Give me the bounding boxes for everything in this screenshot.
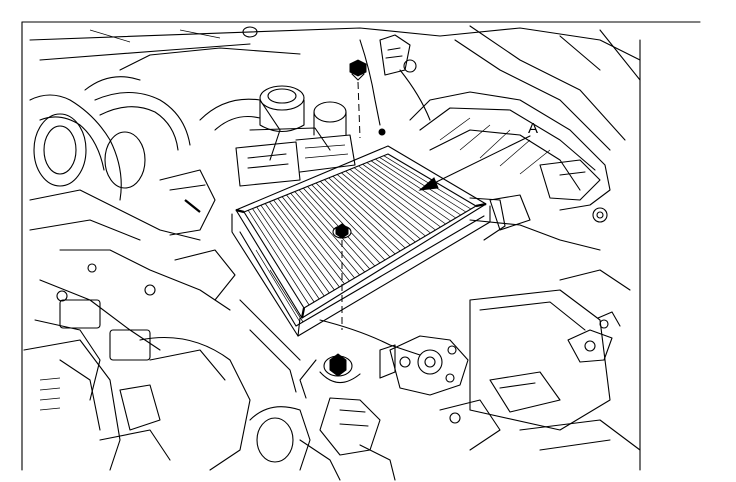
right-lower-component bbox=[379, 335, 469, 396]
callout-a: A bbox=[418, 120, 538, 191]
lower-left-panel bbox=[23, 337, 311, 471]
air-cleaner-housing bbox=[409, 91, 611, 251]
filter-pleat bbox=[328, 177, 406, 249]
filter-pleat bbox=[294, 191, 365, 273]
filter-pleat bbox=[332, 175, 411, 246]
filter-pleat bbox=[281, 196, 350, 282]
air-filter-element bbox=[231, 145, 506, 337]
filter-pleat bbox=[375, 158, 461, 216]
filter-pleat bbox=[353, 167, 436, 231]
wiring-connector-top bbox=[359, 34, 431, 126]
filter-pleat bbox=[345, 170, 426, 237]
reservoir-caps bbox=[235, 85, 356, 187]
callout-label-a: A bbox=[528, 120, 538, 137]
filter-pleat bbox=[277, 198, 345, 285]
lower-bracket-harness bbox=[239, 299, 421, 481]
filter-pleat bbox=[311, 184, 386, 261]
filter-pleat bbox=[349, 169, 431, 234]
upper-mounting-bolt bbox=[349, 59, 386, 139]
filter-pleat bbox=[358, 165, 441, 228]
filter-pleat bbox=[260, 204, 325, 297]
filter-center-bolt bbox=[332, 223, 352, 330]
filter-pleat bbox=[370, 160, 456, 219]
left-intake-assembly bbox=[29, 76, 281, 401]
filter-pleat bbox=[379, 157, 467, 213]
filter-pleat bbox=[273, 199, 340, 288]
filter-pleat bbox=[290, 192, 360, 276]
filter-pleat bbox=[269, 201, 335, 291]
upper-body-panels bbox=[29, 25, 641, 151]
filter-pleat bbox=[341, 172, 421, 240]
filter-pleat bbox=[319, 181, 396, 255]
filter-pleat bbox=[383, 155, 472, 210]
filter-pleat bbox=[256, 206, 320, 300]
filter-pleat bbox=[286, 194, 355, 279]
right-edge-clamp bbox=[567, 311, 621, 363]
filter-pleat bbox=[366, 162, 451, 222]
right-lower-tray bbox=[439, 269, 641, 451]
filter-pleat bbox=[252, 208, 315, 303]
filter-pleat bbox=[324, 179, 401, 252]
filter-pleat bbox=[336, 174, 416, 243]
filter-pleat bbox=[264, 203, 330, 294]
filter-pleat bbox=[362, 163, 446, 225]
filter-pleat bbox=[247, 210, 310, 306]
filter-pleat bbox=[315, 182, 391, 258]
lower-mounting-bolt bbox=[299, 353, 361, 399]
figure-border bbox=[21, 21, 701, 471]
